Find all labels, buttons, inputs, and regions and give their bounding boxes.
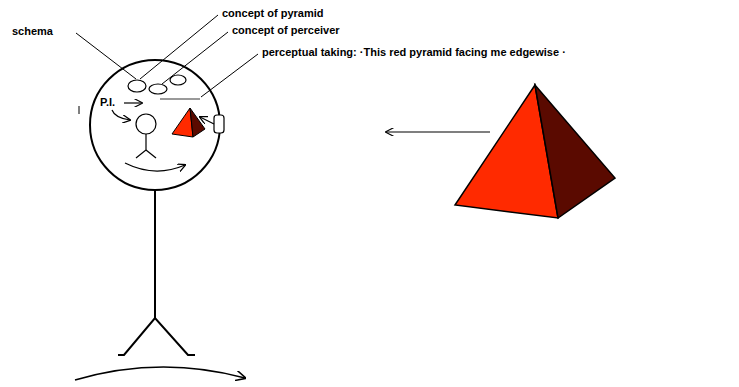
callout-label: schema — [12, 25, 53, 38]
pyramid — [535, 85, 615, 218]
taking-bar — [160, 98, 200, 100]
eye-symbol — [214, 115, 224, 133]
callout-label: concept of pyramid — [222, 7, 323, 20]
legs — [118, 318, 195, 355]
small-pyramid — [172, 108, 193, 137]
callout-label: perceptual taking: ·This red pyramid fac… — [262, 46, 566, 59]
callout-label: concept of perceiver — [232, 24, 340, 37]
pi-arrow — [112, 110, 130, 120]
perception-arrow — [386, 131, 490, 132]
small-pyramid — [190, 108, 205, 137]
leader-line — [140, 15, 218, 79]
motion-arrow — [75, 367, 245, 380]
pi-arrow — [124, 102, 142, 103]
perceiver-body — [146, 150, 156, 158]
head-circle — [90, 60, 220, 190]
schema-oval — [128, 80, 146, 92]
schema-oval — [149, 84, 167, 94]
body-line — [154, 190, 156, 318]
schema-oval — [170, 75, 186, 85]
leader-line — [76, 33, 136, 79]
symbol-label: P.I. — [100, 96, 115, 109]
stray-mark — [79, 106, 80, 114]
eye-arrow — [200, 117, 214, 124]
smile-arrow — [125, 163, 185, 171]
perceiver-body — [136, 134, 146, 158]
leader-line — [162, 32, 228, 84]
leader-line — [201, 54, 258, 97]
perceiver-head — [136, 114, 156, 134]
